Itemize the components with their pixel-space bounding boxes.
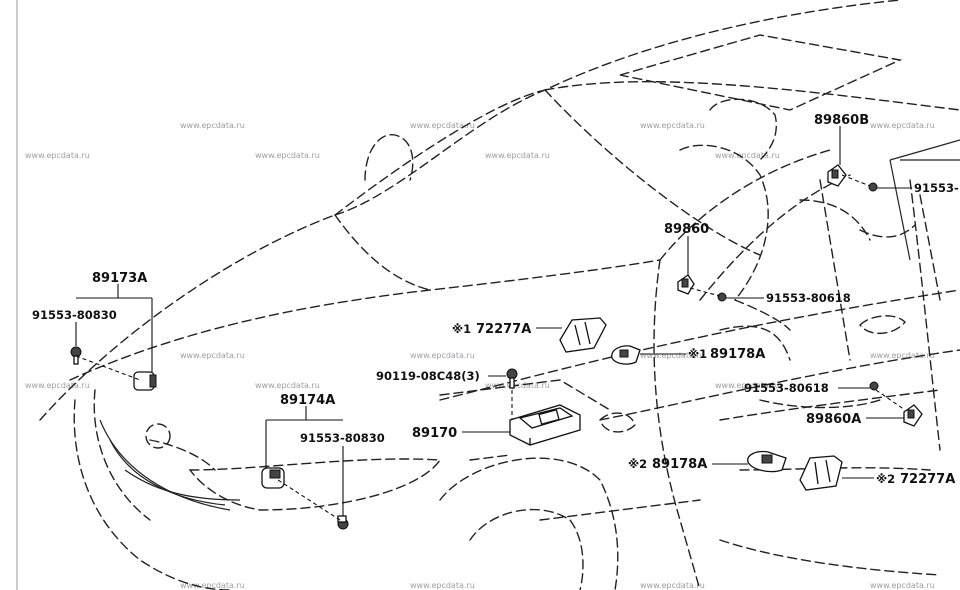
watermark: www.epcdata.ru — [870, 351, 935, 360]
sensor-89860a — [903, 404, 923, 427]
sensor-89174a — [261, 467, 285, 489]
watermark: www.epcdata.ru — [715, 151, 780, 160]
airbag-ecu-89170 — [509, 404, 581, 446]
leader-dash — [689, 287, 721, 297]
label-91553-80618-mid: 91553-80618 — [744, 381, 829, 395]
watermark: www.epcdata.ru — [180, 121, 245, 130]
watermark: www.epcdata.ru — [410, 581, 475, 590]
watermark: www.epcdata.ru — [870, 121, 935, 130]
car-outline — [39, 0, 960, 590]
bolt-91553-80618-mid — [869, 381, 879, 391]
bracket-72277a-top — [559, 317, 607, 353]
label-89860: 89860 — [664, 222, 709, 237]
bolt-91553-80830-mid — [337, 515, 349, 530]
sensor-89860b — [827, 164, 847, 187]
watermark: www.epcdata.ru — [25, 151, 90, 160]
bolt-90119-08c48 — [506, 368, 518, 389]
label-89173a: 89173A — [92, 271, 147, 286]
bolt-91553-80618-top — [717, 292, 727, 302]
label-72277a-bottom: 72277A — [900, 472, 955, 487]
watermark: www.epcdata.ru — [255, 151, 320, 160]
label-91553-80830-left: 91553-80830 — [32, 308, 117, 322]
sensor-89173a — [133, 371, 157, 391]
watermark: www.epcdata.ru — [870, 581, 935, 590]
watermark: www.epcdata.ru — [180, 581, 245, 590]
note-mark-1: ※1 — [452, 322, 471, 336]
watermark: www.epcdata.ru — [410, 121, 475, 130]
bolt-91553-80830-left — [70, 346, 82, 365]
watermarks: www.epcdata.ru www.epcdata.ru www.epcdat… — [25, 121, 935, 590]
bracket-72277a-bottom — [799, 455, 843, 491]
note-mark-2: ※2 — [628, 457, 647, 471]
label-90119-08c48: 90119-08C48(3) — [376, 369, 480, 383]
label-89860a: 89860A — [806, 412, 861, 427]
part-labels: 89173A 91553-80830 89174A 91553-80830 90… — [32, 113, 959, 487]
watermark: www.epcdata.ru — [410, 351, 475, 360]
leader-dash — [75, 355, 141, 381]
leader-dash — [841, 174, 871, 187]
watermark: www.epcdata.ru — [640, 351, 705, 360]
label-89178a-bottom: 89178A — [652, 457, 707, 472]
note-mark-1: ※1 — [688, 347, 707, 361]
watermark: www.epcdata.ru — [255, 381, 320, 390]
watermark: www.epcdata.ru — [485, 151, 550, 160]
watermark: www.epcdata.ru — [180, 351, 245, 360]
label-91553-80830-mid: 91553-80830 — [300, 431, 385, 445]
note-mark-2: ※2 — [876, 472, 895, 486]
label-89174a: 89174A — [280, 393, 335, 408]
label-89170: 89170 — [412, 426, 457, 441]
label-91553-80618-top: 91553-80618 — [766, 291, 851, 305]
leader-lines — [75, 126, 912, 516]
watermark: www.epcdata.ru — [640, 121, 705, 130]
sensor-89178a-bottom — [747, 450, 787, 473]
watermark: www.epcdata.ru — [25, 381, 90, 390]
bolt-91553-right — [868, 182, 878, 192]
label-72277a-top: 72277A — [476, 322, 531, 337]
label-91553-right: 91553- — [914, 181, 959, 195]
label-89178a-top: 89178A — [710, 347, 765, 362]
leader-dash — [277, 479, 341, 521]
watermark: www.epcdata.ru — [715, 381, 780, 390]
leader-dash — [875, 389, 906, 411]
sensor-89860 — [677, 274, 695, 295]
sensor-89178a-top — [611, 345, 641, 365]
label-89860b: 89860B — [814, 113, 869, 128]
watermark: www.epcdata.ru — [640, 581, 705, 590]
